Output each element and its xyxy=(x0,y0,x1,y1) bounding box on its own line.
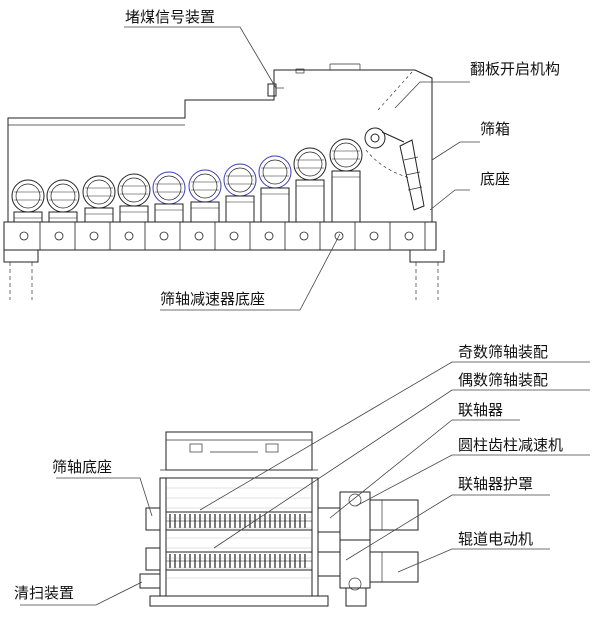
base-bolt-hole xyxy=(299,231,309,241)
roller xyxy=(117,173,151,223)
screen-box-housing xyxy=(7,69,433,222)
label-gear-reducer: 圆柱齿柱减速机 xyxy=(458,436,563,454)
roller xyxy=(223,163,257,223)
side-elevation-view: 堵煤信号装置 翻板开启机构 筛箱 底座 筛轴减速器底座 xyxy=(3,8,560,311)
label-coupling: 联轴器 xyxy=(458,401,503,419)
top-hopper xyxy=(160,431,318,471)
roller xyxy=(188,169,222,223)
block-signal-device xyxy=(267,83,284,97)
roller xyxy=(82,175,116,223)
label-coupling-guard: 联轴器护罩 xyxy=(458,475,533,493)
roller-group xyxy=(11,138,363,223)
label-even-shaft: 偶数筛轴装配 xyxy=(458,371,548,389)
left-bearing-assemblies xyxy=(139,507,161,589)
screen-shaft-rows xyxy=(165,487,313,579)
flap-opening-mechanism xyxy=(364,127,425,211)
label-roller-motor: 辊道电动机 xyxy=(458,530,533,548)
base-bolt-hole xyxy=(19,231,29,241)
screen-base xyxy=(3,221,445,300)
base-bolt-hole xyxy=(54,231,64,241)
roller xyxy=(11,179,45,223)
roller xyxy=(258,155,292,223)
label-shaft-base: 筛轴底座 xyxy=(52,458,112,476)
roller xyxy=(293,147,327,223)
base-bolt-hole xyxy=(89,231,99,241)
label-odd-shaft: 奇数筛轴装配 xyxy=(458,343,548,361)
odd-shaft-row xyxy=(165,511,313,531)
base-bolt-hole xyxy=(229,231,239,241)
label-screen-box: 筛箱 xyxy=(480,120,510,138)
base-bolt-hole xyxy=(124,231,134,241)
end-elevation-view: 奇数筛轴装配 偶数筛轴装配 联轴器 圆柱齿柱减速机 联轴器护罩 辊道电动机 筛轴… xyxy=(14,343,590,607)
roller xyxy=(329,138,363,223)
base-bolt-hole xyxy=(159,231,169,241)
base-bolt-hole xyxy=(194,231,204,241)
base-bolt-hole xyxy=(369,231,379,241)
label-cleaning: 清扫装置 xyxy=(14,584,74,602)
base-bolt-hole xyxy=(404,231,414,241)
drive-train xyxy=(317,491,419,607)
label-reducer-base: 筛轴减速器底座 xyxy=(160,290,265,308)
base-bolt-hole xyxy=(264,231,274,241)
label-base: 底座 xyxy=(480,170,510,188)
main-frame xyxy=(149,477,329,607)
roller xyxy=(46,179,80,223)
roller xyxy=(152,171,186,223)
label-block-signal: 堵煤信号装置 xyxy=(125,8,215,26)
even-shaft-row xyxy=(165,551,313,571)
label-flap-mechanism: 翻板开启机构 xyxy=(470,60,560,78)
base-bolt-hole xyxy=(334,231,344,241)
